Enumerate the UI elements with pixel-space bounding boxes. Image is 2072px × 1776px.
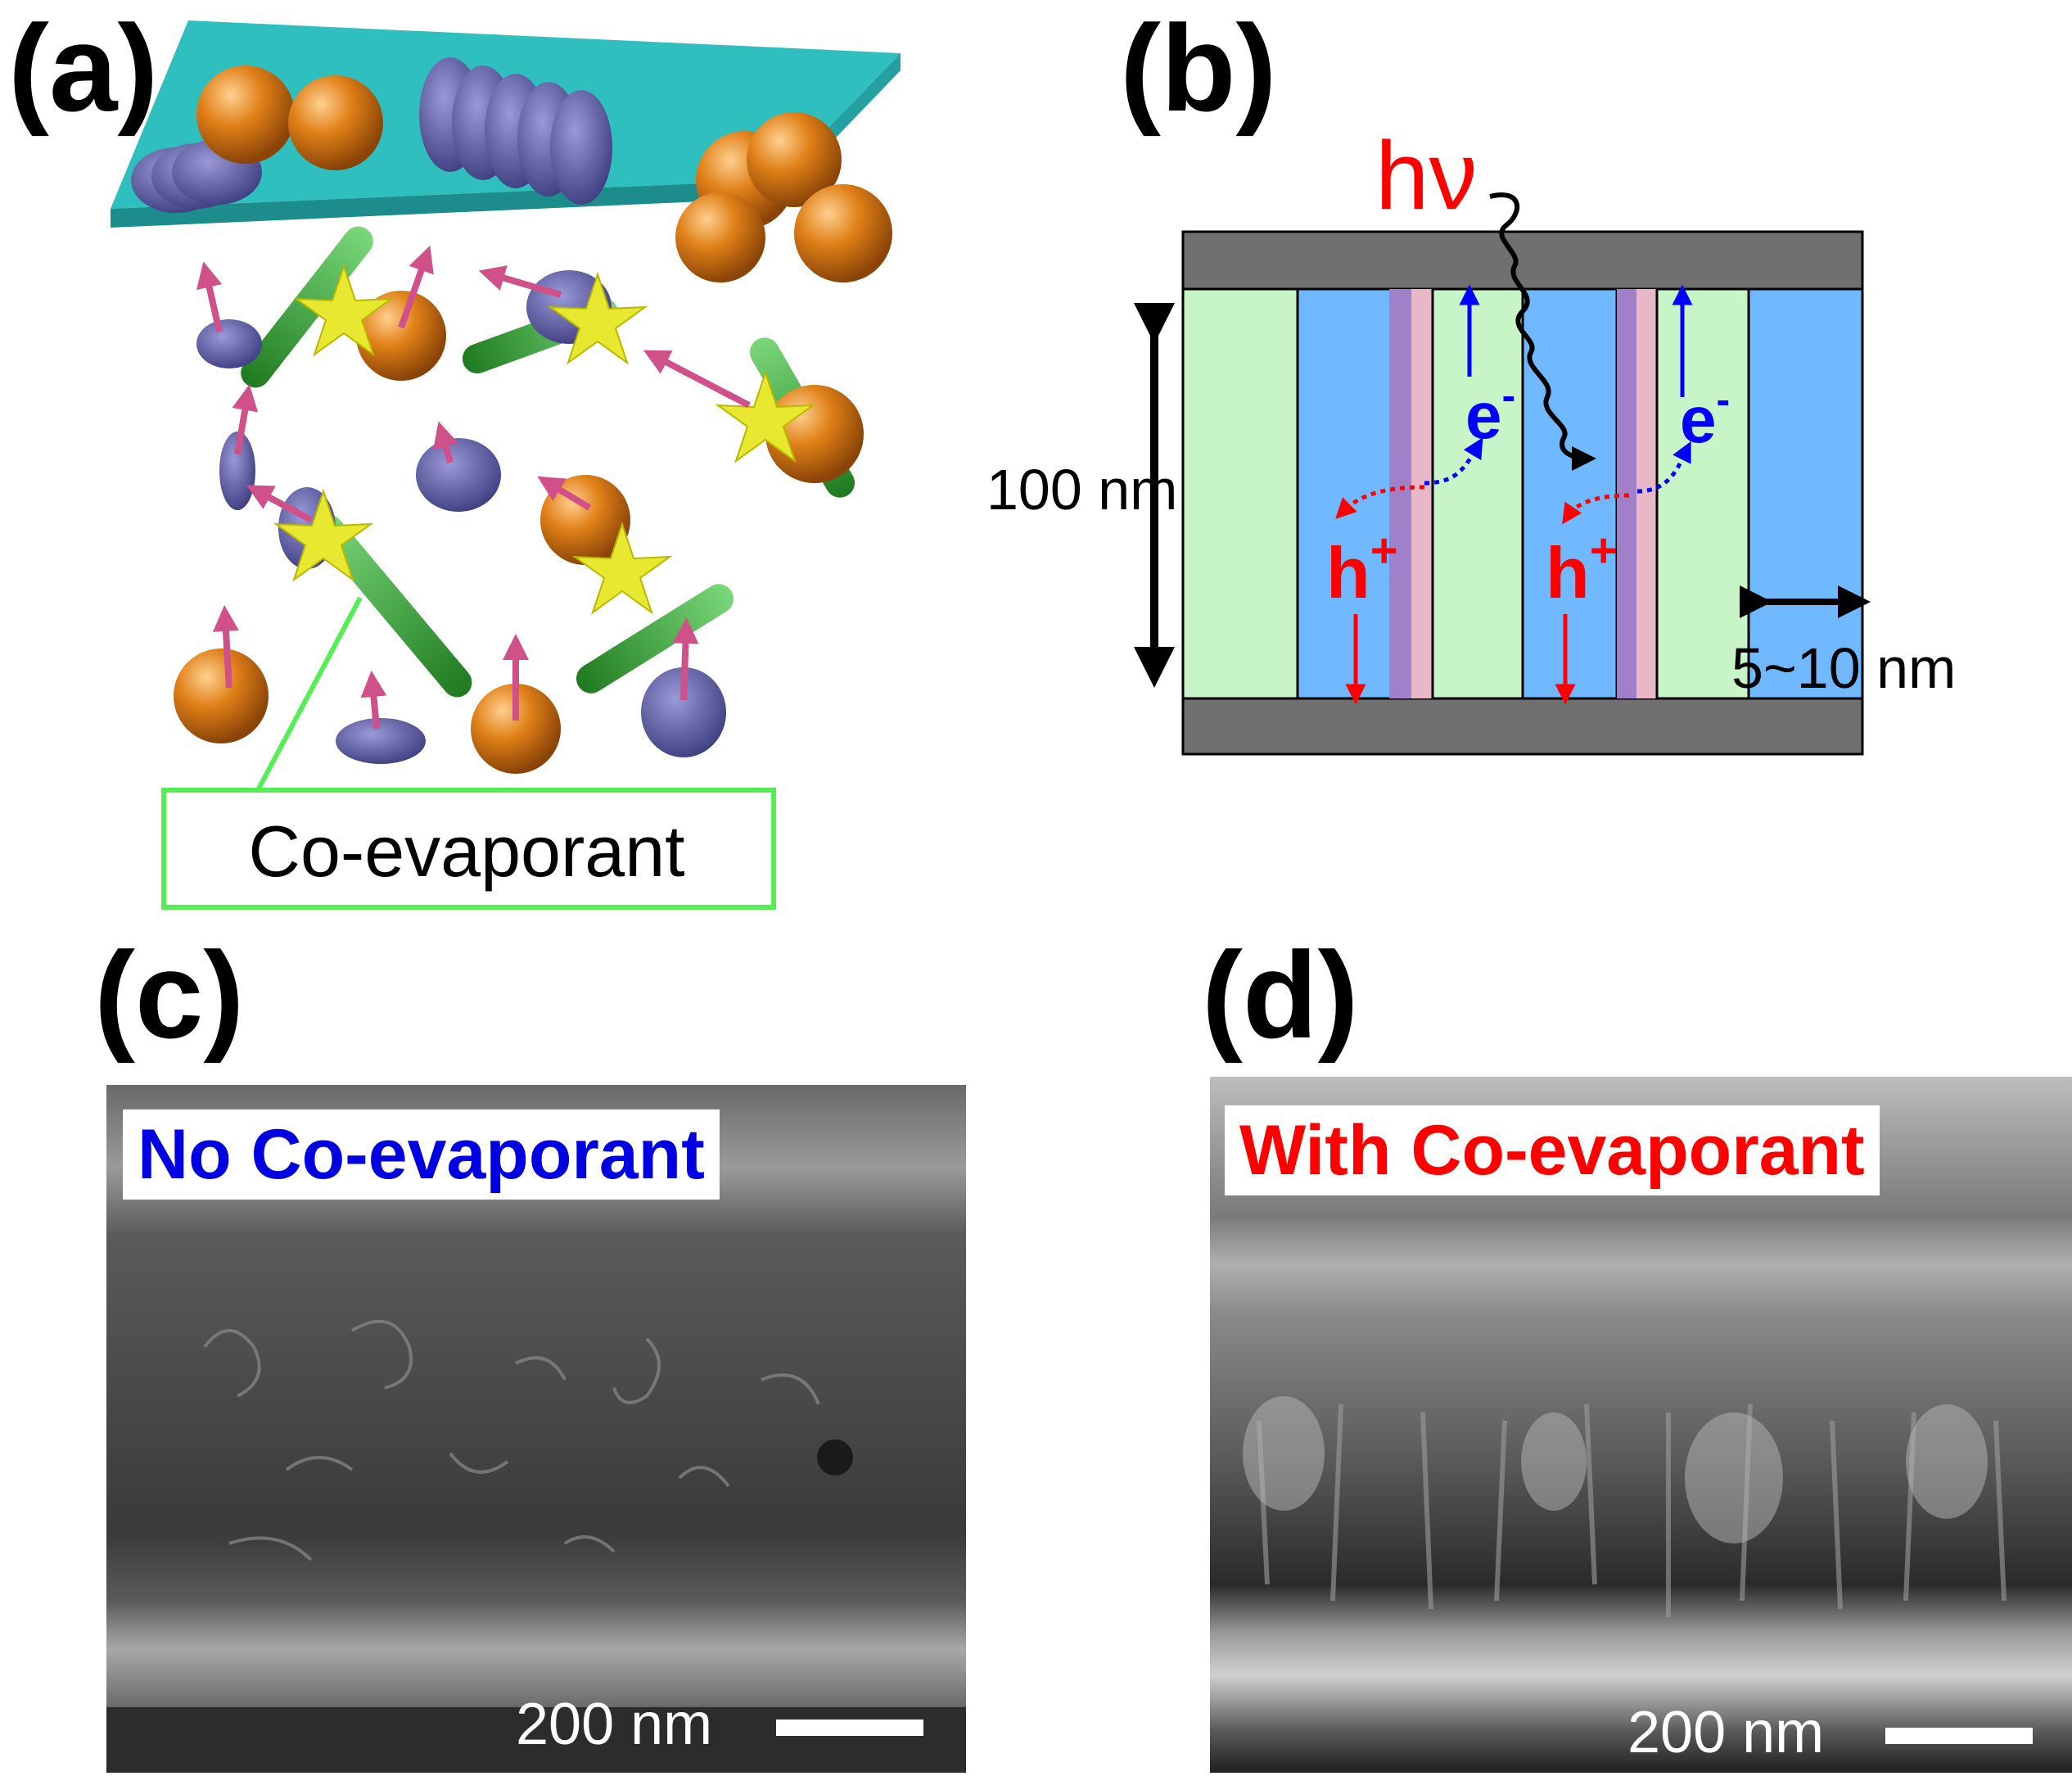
scalebar-d bbox=[1885, 1728, 2033, 1744]
sem-title-c: No Co-evaporant bbox=[123, 1109, 720, 1200]
sem-image-d: With Co-evaporant 200 nm bbox=[1210, 1077, 2072, 1773]
stars bbox=[273, 263, 816, 615]
electron-label: e- bbox=[1680, 377, 1730, 456]
callout-box bbox=[161, 788, 776, 910]
disk bbox=[336, 718, 426, 764]
sphere bbox=[675, 192, 765, 282]
scalebar-label-c: 200 nm bbox=[516, 1692, 713, 1757]
hole-label: h+ bbox=[1546, 524, 1618, 613]
electron-label: e- bbox=[1465, 373, 1515, 452]
disk-stack-center bbox=[419, 57, 612, 205]
disk bbox=[416, 438, 501, 512]
sphere bbox=[794, 184, 892, 282]
panel-a-illustration: Co-evaporant bbox=[111, 20, 901, 910]
photon-wave bbox=[1489, 192, 1596, 471]
sphere bbox=[196, 66, 295, 164]
acceptor-column bbox=[1655, 287, 1750, 700]
electron-transfer bbox=[1424, 437, 1483, 486]
sphere bbox=[471, 684, 561, 774]
disk bbox=[196, 319, 262, 368]
interface-pink bbox=[1636, 289, 1657, 698]
bottom-electrode bbox=[1181, 697, 1864, 756]
donor-column bbox=[1521, 287, 1618, 700]
panel-d-label: (d) bbox=[1202, 926, 1359, 1064]
sphere bbox=[747, 112, 842, 207]
sem-title-d: With Co-evaporant bbox=[1225, 1105, 1880, 1195]
callout-leader bbox=[255, 596, 363, 792]
dipole-arrows bbox=[196, 245, 751, 730]
top-electrode bbox=[1181, 230, 1864, 291]
interface-pink bbox=[1411, 289, 1433, 698]
panel-c-label: (c) bbox=[94, 926, 245, 1064]
sphere bbox=[174, 648, 269, 743]
disk bbox=[641, 667, 726, 757]
acceptor-column bbox=[1181, 287, 1299, 700]
width-label: 5~10 nm bbox=[1731, 636, 1956, 700]
callout-text: Co-evaporant bbox=[248, 811, 684, 892]
sphere bbox=[288, 75, 383, 170]
sphere bbox=[356, 291, 446, 381]
sem-image-c: No Co-evaporant 200 nm bbox=[106, 1085, 966, 1773]
panel-a-label: (a) bbox=[8, 0, 159, 137]
donor-column bbox=[1747, 287, 1864, 700]
hole-transfer bbox=[1335, 485, 1425, 519]
hole-transfer bbox=[1562, 493, 1630, 525]
panel-b-diagram: 100 nm 5~10 nm hν e- e- h+ h+ bbox=[986, 122, 1956, 756]
electron-transfer bbox=[1636, 441, 1691, 494]
scalebar-label-d: 200 nm bbox=[1627, 1700, 1825, 1765]
scalebar-c bbox=[776, 1720, 923, 1736]
thickness-label: 100 nm bbox=[986, 458, 1177, 522]
acceptor-column bbox=[1431, 287, 1524, 700]
panel-b-label: (b) bbox=[1120, 0, 1277, 137]
interface-purple bbox=[1389, 289, 1411, 698]
hole-label: h+ bbox=[1326, 524, 1398, 613]
photon-label: hν bbox=[1375, 122, 1478, 230]
